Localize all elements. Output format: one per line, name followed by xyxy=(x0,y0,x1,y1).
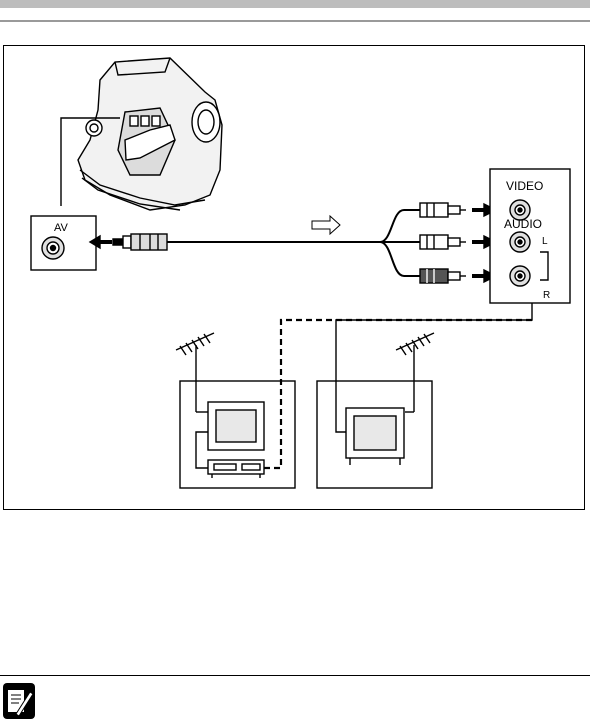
vcr-icon xyxy=(208,460,264,478)
tv-icon xyxy=(346,408,404,465)
audio-left-rca-plug xyxy=(420,235,466,249)
mini-plug xyxy=(113,234,167,250)
note-divider xyxy=(0,675,590,676)
camcorder-icon xyxy=(78,58,222,210)
audio-right-rca-plug xyxy=(420,269,466,283)
tv-icon xyxy=(208,402,264,450)
video-jack-label: VIDEO xyxy=(506,180,543,192)
audio-jack-label: AUDIO xyxy=(504,218,542,230)
audio-left-label: L xyxy=(542,236,548,248)
video-rca-plug xyxy=(420,203,466,217)
av-jack-label: AV xyxy=(54,222,68,234)
note-pencil-icon xyxy=(2,682,36,720)
outline-arrow-icon xyxy=(312,216,340,234)
audio-right-label: R xyxy=(543,290,550,302)
antenna-icon xyxy=(396,333,434,412)
antenna-icon xyxy=(176,333,214,412)
